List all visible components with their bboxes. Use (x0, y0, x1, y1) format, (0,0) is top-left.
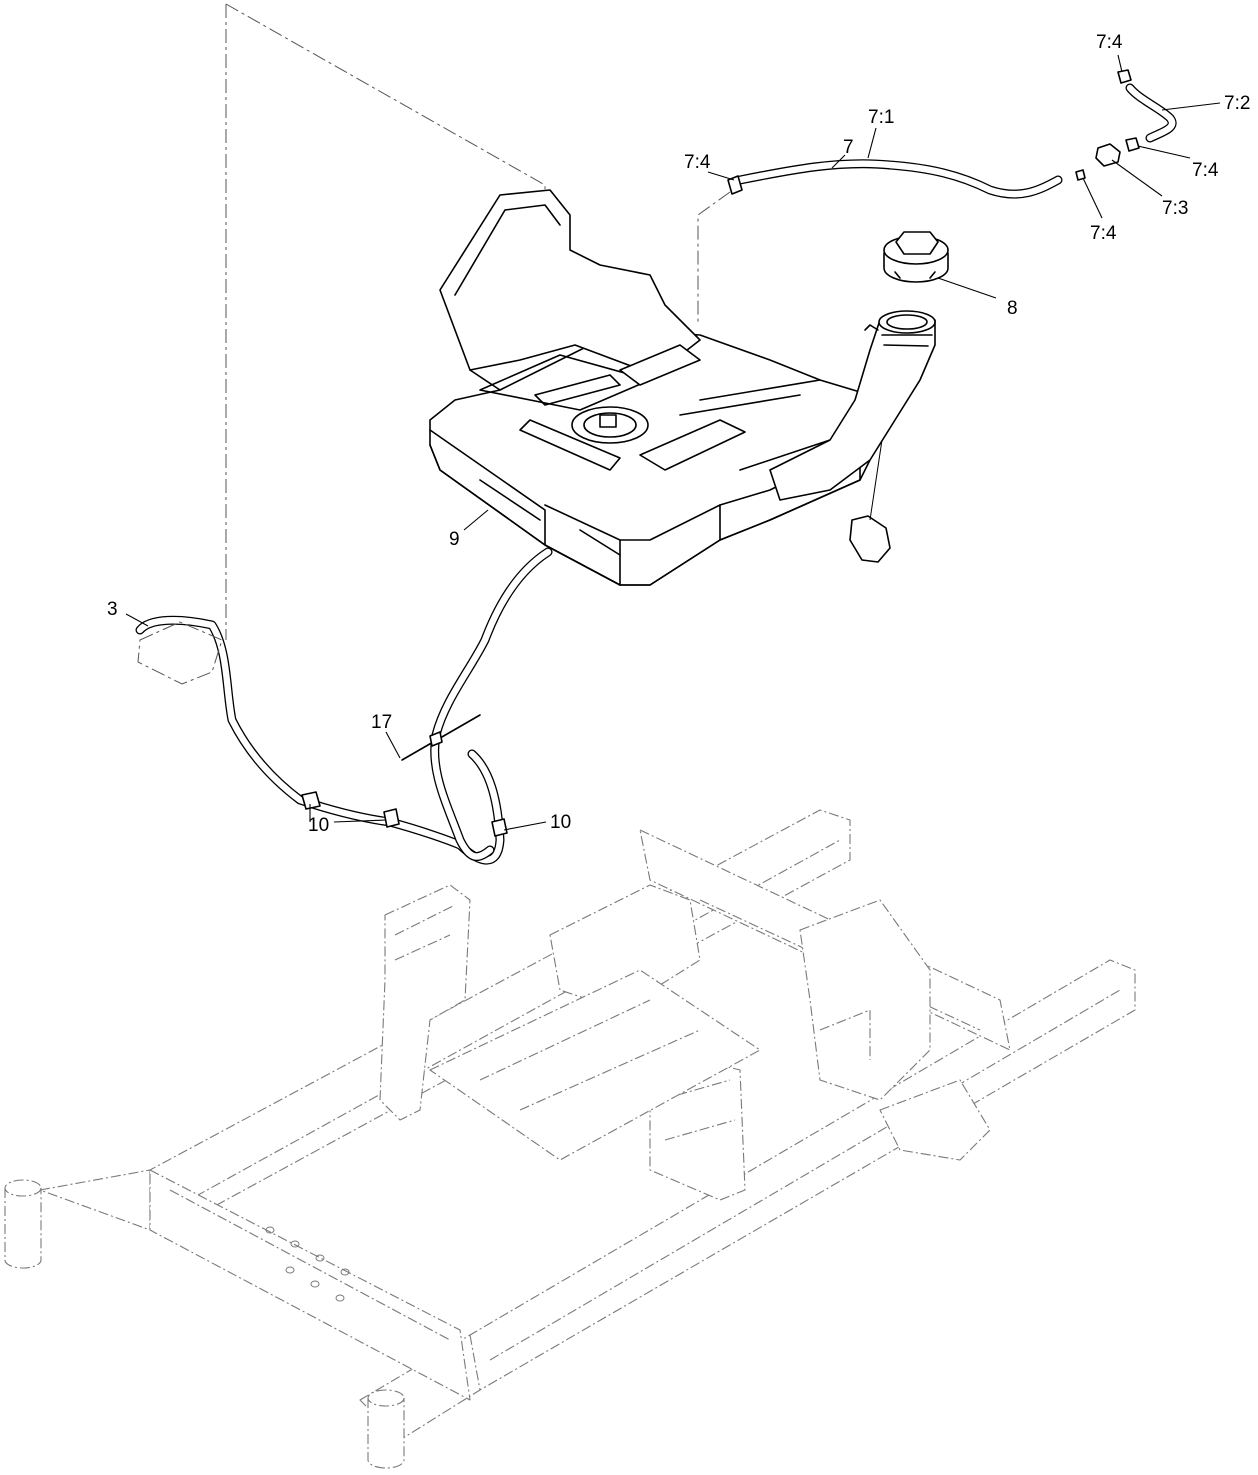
callout-7-2: 7:2 (1224, 93, 1250, 114)
filler-neck (769, 310, 936, 501)
mower-frame-phantom (4, 809, 1136, 1469)
callout-7-4-top: 7:4 (1096, 32, 1123, 53)
callout-10-right: 10 (550, 812, 571, 833)
fuel-tank (429, 189, 891, 586)
callout-8: 8 (1007, 298, 1018, 319)
callout-17: 17 (371, 712, 392, 733)
vent-hose-assembly (727, 69, 1177, 199)
callout-leaders (125, 54, 1221, 831)
callout-7-4-bottom: 7:4 (1090, 223, 1117, 244)
callout-7: 7 (843, 137, 854, 158)
callout-7-4-right: 7:4 (1192, 160, 1219, 181)
callout-7-3: 7:3 (1162, 198, 1188, 219)
callout-7-4-left: 7:4 (684, 152, 711, 173)
fuel-cap (883, 231, 949, 283)
fuel-line-assembly (135, 547, 553, 865)
callout-3: 3 (107, 599, 118, 620)
callout-9: 9 (449, 529, 460, 550)
callout-10-left: 10 (308, 815, 329, 836)
callout-7-1: 7:1 (868, 107, 894, 128)
callout-labels: 7:4 7:2 7:1 7 7:4 7:4 7:3 7:4 8 9 3 17 1… (107, 32, 1250, 836)
